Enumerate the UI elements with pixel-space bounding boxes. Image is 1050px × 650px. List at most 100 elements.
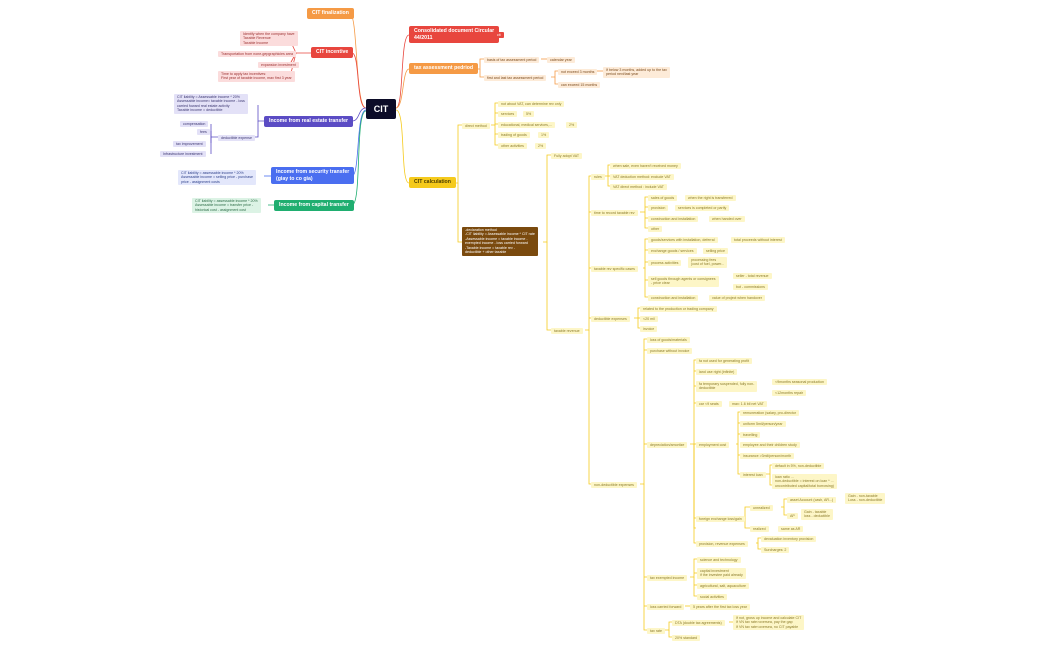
dta-note[interactable]: If not, gross up income and calculate CI… — [733, 615, 805, 631]
purchase-no-invoice[interactable]: purchase without invoice — [647, 348, 693, 355]
tax-improvement[interactable]: tax improvement — [173, 141, 206, 148]
other-activities[interactable]: other activities — [498, 143, 527, 150]
five-years[interactable]: 5 years after the first tax loss year — [690, 604, 750, 611]
foreign-exchange[interactable]: foreign exchange loss/gain — [696, 516, 745, 523]
income-security-node[interactable]: Income from security transfer (giay to c… — [271, 167, 355, 184]
incentive-time-apply[interactable]: Time to apply tax incentives: First year… — [218, 71, 295, 82]
travelling[interactable]: travelling — [740, 432, 761, 439]
educational-services[interactable]: educational, medical services,... — [498, 122, 555, 129]
provision[interactable]: provision — [648, 205, 669, 212]
service-completed[interactable]: services is completed or partly — [675, 205, 730, 212]
realized[interactable]: realized — [750, 526, 769, 533]
taxable-revenue[interactable]: taxable revenue — [551, 328, 583, 335]
land-use[interactable]: land use right (infinite) — [696, 369, 738, 376]
sell-agents[interactable]: sell goods through agents or consignees … — [648, 276, 719, 287]
seasonal-production[interactable]: <9months seasonal production — [772, 379, 828, 386]
rule-vat-deduction[interactable]: VAT deduction method: exclude VAT — [610, 174, 674, 181]
default-5[interactable]: default in 5%, non-deductible — [772, 463, 825, 470]
period-if-below[interactable]: If below 3 months, added up to the tax p… — [603, 67, 670, 78]
loss-goods[interactable]: loss of goods/materials — [647, 337, 690, 344]
temp-suspend[interactable]: fa temporary suspended, fully non- deduc… — [696, 381, 758, 392]
value-project[interactable]: value of project when handover — [709, 295, 765, 302]
asset-gain-loss[interactable]: Gain - non-taxable Loss - non-deductible — [845, 493, 886, 504]
science-technology[interactable]: science and technology — [697, 557, 741, 564]
construction-installation[interactable]: construction and installation — [648, 295, 699, 302]
ap[interactable]: AP — [787, 513, 798, 520]
asset-account[interactable]: asset Account (cash, AR...) — [787, 497, 837, 504]
direct-method[interactable]: direct method — [462, 123, 490, 130]
not-used-fa[interactable]: fa not used for generating profit — [696, 358, 752, 365]
non-deductible-expenses[interactable]: non-deductible expenses — [591, 482, 637, 489]
repair[interactable]: <12months repair — [772, 390, 807, 397]
specific-cases[interactable]: taxable rev specific cases — [591, 266, 638, 273]
exchange-goods[interactable]: exchange goods / services — [648, 248, 697, 255]
employee-children[interactable]: employee and their children study — [740, 442, 800, 449]
trading-goods[interactable]: trading of goods — [498, 132, 530, 139]
interest-loan[interactable]: interest loan — [740, 472, 766, 479]
deductible-expense[interactable]: deductible expense — [218, 135, 255, 142]
real-estate-formula[interactable]: CIT liability = Assessable income * 20% … — [174, 94, 248, 114]
standard-rate[interactable]: 20% standard — [672, 635, 701, 642]
social-activities[interactable]: social activities — [697, 594, 727, 601]
loss-carried-forward[interactable]: loss carried forward — [647, 604, 685, 611]
total-proceeds[interactable]: total proceeds without interest — [731, 237, 785, 244]
consolidated-document-node[interactable]: Consolidated document Circular 44/2011 — [409, 26, 500, 43]
employment-cost[interactable]: employment cost — [696, 442, 730, 449]
processing-fees[interactable]: processing fees (cost of fuel, power... — [688, 257, 728, 268]
period-can-exceed[interactable]: can exceed 15 months — [558, 82, 601, 89]
other[interactable]: other — [648, 226, 663, 233]
fully-adopt-vat[interactable]: Fully adopt VAT — [551, 153, 583, 160]
cit-calculation-node[interactable]: CIT calculation — [409, 177, 456, 188]
unrealized[interactable]: unrealized — [750, 505, 773, 512]
period-basis[interactable]: basis of tax assessment period — [484, 57, 540, 64]
when-handed[interactable]: when handed over — [709, 216, 745, 223]
when-transferred[interactable]: when the right is transferred — [685, 195, 736, 202]
infrastructure-investment[interactable]: Infrastructure investment — [160, 151, 206, 158]
loan-ratio[interactable]: loan ratio ... non-deductible = interest… — [772, 474, 837, 490]
uniform[interactable]: uniform 5mil/person/year — [740, 421, 786, 428]
deductible-expenses[interactable]: deductible expenses — [591, 316, 630, 323]
same-as-ar[interactable]: same as AR — [778, 526, 804, 533]
commissions[interactable]: bot - commissions — [733, 284, 768, 291]
tax-rate[interactable]: tax rate — [647, 628, 665, 635]
car-under-9[interactable]: car <9 seats — [696, 401, 722, 408]
seller-total[interactable]: seller - total revenue — [733, 273, 772, 280]
max-1-6-bil[interactable]: max: 1.6 bil net VAT — [729, 401, 767, 408]
insurance[interactable]: insurance >3mil/person/month — [740, 453, 795, 460]
fees[interactable]: fees — [197, 129, 210, 136]
capital-investment[interactable]: capital investment if the investee paid … — [697, 568, 746, 579]
incentive-identify[interactable]: Identify when the company have Taxable R… — [240, 31, 298, 47]
goods-installment[interactable]: goods/services with installation, deferr… — [648, 237, 718, 244]
provision-revenue[interactable]: provision, revenue expenses — [696, 541, 748, 548]
surcharges[interactable]: Surcharges: 2 — [761, 547, 790, 554]
remuneration[interactable]: remuneration (salary, pro-director — [740, 410, 800, 417]
rule-sold[interactable]: when sale, even haven't received money — [610, 163, 681, 170]
income-real-estate-node[interactable]: Income from real estate transfer — [264, 116, 353, 127]
sales-goods[interactable]: sales of goods — [648, 195, 678, 202]
services[interactable]: services — [498, 111, 518, 118]
period-first-last[interactable]: first and last tax assessment period — [484, 75, 547, 82]
cit-finalization-node[interactable]: CIT finalization — [307, 8, 354, 19]
tax-period-node[interactable]: tax assessment pedriod — [409, 63, 479, 74]
root-node[interactable]: CIT — [366, 99, 396, 119]
depreciation[interactable]: depreciation/amortize — [647, 442, 688, 449]
declaration-method-node[interactable]: -declaration method -CIT liability = Ass… — [462, 227, 538, 256]
rule-vat-direct[interactable]: VAT direct method : include VAT — [610, 184, 667, 191]
dta[interactable]: DTA (double tax agreements) — [672, 620, 725, 627]
tax-exempted-income[interactable]: tax exempted income — [647, 575, 688, 582]
process-activities[interactable]: process activities — [648, 260, 682, 267]
time-record[interactable]: time to record taxable rev — [591, 210, 638, 217]
construction[interactable]: construction and installation — [648, 216, 699, 223]
cit-incentive-node[interactable]: CIT incentive — [311, 47, 354, 58]
capital-formula[interactable]: CIT liability = assessable income * 20% … — [192, 198, 261, 214]
incentive-transportation[interactable]: Transportation from none-gepgraphicies a… — [218, 51, 296, 58]
related-production[interactable]: related to the production or trading com… — [640, 306, 717, 313]
selling-price[interactable]: selling price — [703, 248, 728, 255]
invoice[interactable]: invoice — [640, 326, 658, 333]
period-not-exceed[interactable]: not exceed 3 months — [558, 69, 598, 76]
period-calendar-year[interactable]: calendar year — [547, 57, 575, 64]
not-about-vat[interactable]: not about VAT, can determine rev only — [498, 101, 565, 108]
ap-gain-loss[interactable]: Gain - taxable loss - deductible — [801, 509, 833, 520]
security-formula[interactable]: CIT liability = assessable income * 20% … — [178, 170, 257, 186]
income-capital-node[interactable]: Income from capital transfer — [274, 200, 354, 211]
